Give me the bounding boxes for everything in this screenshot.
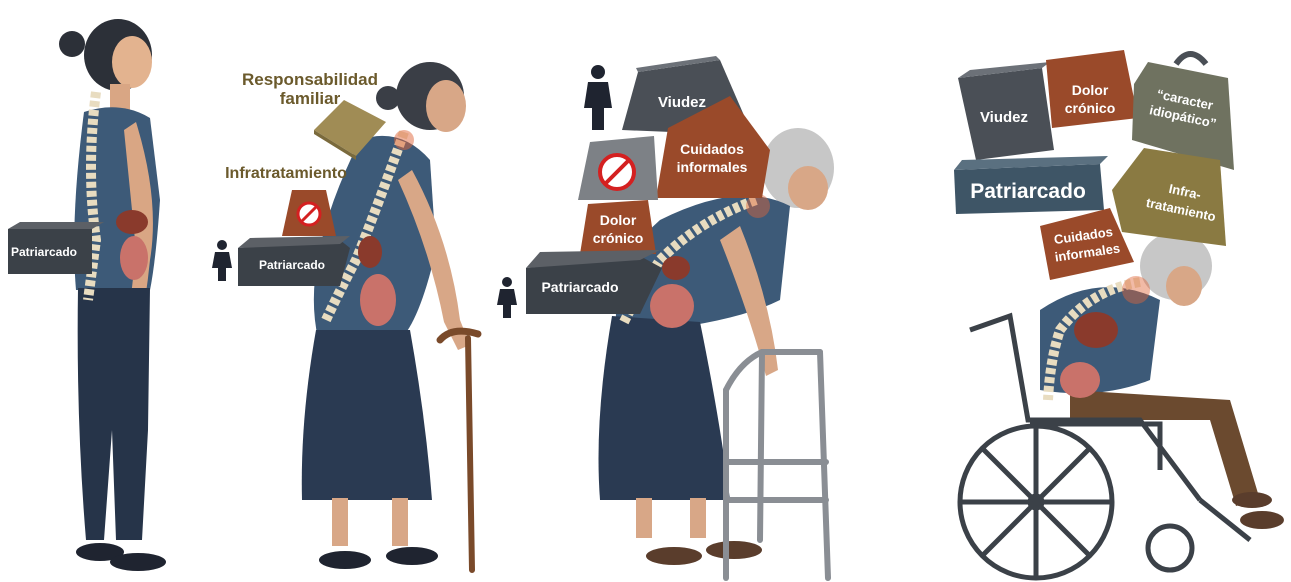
weight-patriarcado: Patriarcado (954, 156, 1108, 214)
weight-label-line1: Dolor (1072, 82, 1109, 98)
label-responsabilidad-familiar-2: familiar (280, 89, 341, 108)
weight-dolor-cronico: Dolor crónico (580, 200, 656, 254)
panel-stage-1: Patriarcado (8, 19, 166, 571)
weight-patriarcado: Patriarcado (238, 236, 350, 286)
weight-label-line1: Dolor (600, 212, 637, 228)
woman-icon (497, 277, 517, 318)
weight-viudez: Viudez (958, 62, 1054, 160)
no-medication-icon (600, 155, 634, 189)
label-responsabilidad-familiar-1: Responsabilidad (242, 70, 378, 89)
weight-patriarcado: Patriarcado (8, 222, 104, 274)
weight-label-line2: informales (677, 159, 748, 175)
weight-dolor-cronico: Dolor crónico (1046, 50, 1138, 128)
weight-label: Patriarcado (970, 180, 1086, 203)
weight-infratratamiento (578, 136, 658, 200)
weight-label: Patriarcado (541, 279, 618, 295)
weight-label-line2: crónico (1065, 100, 1116, 116)
weight-infratratamiento: Infra- tratamiento (1112, 148, 1226, 246)
weight-label: Patriarcado (11, 245, 77, 259)
weight-infratratamiento (282, 190, 336, 236)
no-medication-icon (298, 203, 320, 225)
figure-young-woman (59, 19, 166, 571)
weight-patriarcado: Patriarcado (526, 250, 662, 314)
panel-stage-2: Responsabilidad familiar Infratratamient… (212, 62, 478, 570)
weight-label-line2: crónico (593, 230, 644, 246)
label-infratratamiento: Infratratamiento (225, 165, 347, 182)
panel-stage-3: Viudez Cuidados informales Dolor crónico (497, 56, 834, 578)
panel-stage-4: Viudez Dolor crónico “caracter idiopátic… (954, 50, 1284, 578)
woman-icon (212, 240, 232, 281)
figure-woman-in-wheelchair (960, 232, 1284, 578)
weight-label: Viudez (658, 94, 706, 111)
weight-label: Viudez (980, 109, 1028, 126)
grieving-woman-icon (584, 65, 612, 130)
weight-label-line1: Cuidados (680, 141, 744, 157)
cane-icon (440, 331, 478, 570)
weight-label: Patriarcado (259, 258, 325, 272)
